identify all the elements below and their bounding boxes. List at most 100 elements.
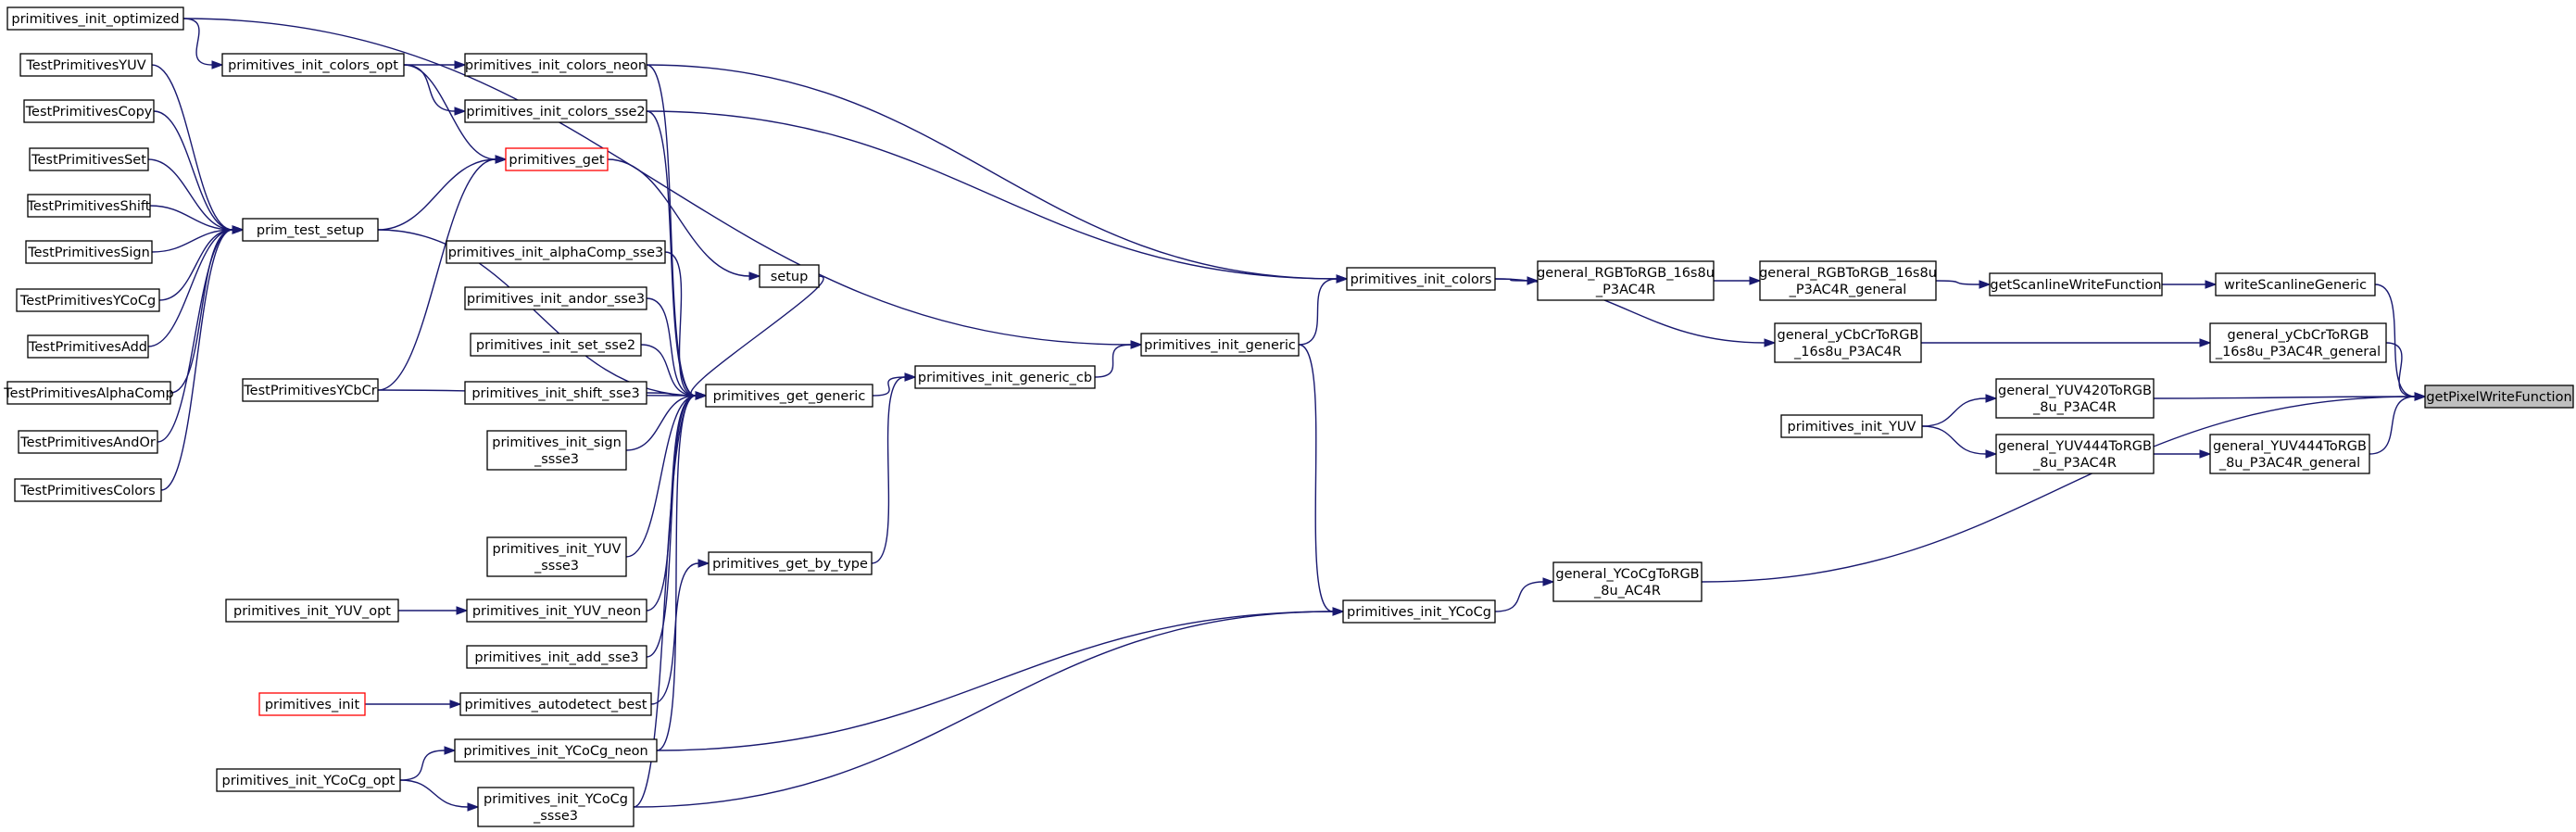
node-grgb_gen[interactable]: general_RGBToRGB_16s8u_P3AC4R_general <box>1759 260 1937 301</box>
node-grgb[interactable]: general_RGBToRGB_16s8u_P3AC4R <box>1537 260 1715 301</box>
edge-pico-to-picn <box>404 60 467 69</box>
node-gycbcr[interactable]: general_yCbCrToRGB_16s8u_P3AC4R <box>1774 322 1922 363</box>
node-picn[interactable]: primitives_init_colors_neon <box>464 53 647 77</box>
node-pisgn[interactable]: primitives_init_sign_ssse3 <box>486 430 627 471</box>
node-pts[interactable]: prim_test_setup <box>242 218 379 242</box>
node-gyuv444[interactable]: general_YUV444ToRGB_8u_P3AC4R <box>1995 434 2155 474</box>
node-box <box>1774 322 1922 363</box>
node-label: getScanlineWriteFunction <box>1990 278 2161 293</box>
edge-piycn-to-pgg <box>656 391 708 751</box>
node-label: TestPrimitivesAdd <box>28 340 147 355</box>
edge-gycbcr-to-gycbcr_gen <box>1921 338 2212 347</box>
node-label: primitives_init_add_sse3 <box>474 650 638 665</box>
call-edges <box>147 18 2427 812</box>
edge-piycocg-to-gycocg <box>1494 577 1555 612</box>
node-setup[interactable]: setup <box>759 264 820 288</box>
node-box <box>216 768 401 792</box>
node-tpycbcr[interactable]: TestPrimitivesYCbCr <box>242 378 379 402</box>
node-root[interactable]: getPixelWriteFunction <box>2424 384 2574 409</box>
node-piyuvn[interactable]: primitives_init_YUV_neon <box>466 599 647 623</box>
node-pisets[interactable]: primitives_init_set_sse2 <box>470 333 642 357</box>
node-gyuv444_gen[interactable]: general_YUV444ToRGB_8u_P3AC4R_general <box>2209 434 2370 474</box>
node-box <box>221 53 405 77</box>
edge-gyuv444_gen-to-root <box>2369 392 2427 455</box>
node-box <box>446 240 666 264</box>
node-label: _8u_P3AC4R <box>2032 456 2117 471</box>
node-tpycocg[interactable]: TestPrimitivesYCoCg <box>16 288 160 312</box>
node-pab[interactable]: primitives_autodetect_best <box>459 692 652 716</box>
node-piands[interactable]: primitives_init_andor_sse3 <box>464 286 647 310</box>
node-gycocg[interactable]: general_YCoCgToRGB_8u_AC4R <box>1552 561 1703 602</box>
node-gyuv420[interactable]: general_YUV420ToRGB_8u_P3AC4R <box>1995 378 2155 419</box>
node-tpadd[interactable]: TestPrimitivesAdd <box>27 334 149 359</box>
node-box <box>1342 599 1496 624</box>
node-tpcolors[interactable]: TestPrimitivesColors <box>14 478 162 502</box>
node-label: primitives_init_YCoCg_neon <box>463 744 647 759</box>
node-label: _ssse3 <box>533 809 578 824</box>
node-box <box>486 430 627 471</box>
node-pio[interactable]: primitives_init_optimized <box>6 6 184 31</box>
node-label: writeScanlineGeneric <box>2224 278 2367 293</box>
node-box <box>1552 561 1703 602</box>
node-gycbcr_gen[interactable]: general_yCbCrToRGB_16s8u_P3AC4R_general <box>2209 322 2387 363</box>
node-label: TestPrimitivesSign <box>27 246 150 260</box>
node-piadds[interactable]: primitives_init_add_sse3 <box>466 645 647 669</box>
node-pishs[interactable]: primitives_init_shift_sse3 <box>464 381 647 405</box>
node-pico[interactable]: primitives_init_colors_opt <box>221 53 405 77</box>
node-pics[interactable]: primitives_init_colors_sse2 <box>464 99 647 123</box>
node-tpandor[interactable]: TestPrimitivesAndOr <box>18 430 158 454</box>
node-wsg[interactable]: writeScanlineGeneric <box>2215 272 2376 296</box>
edge-setup-to-pgg <box>690 275 824 400</box>
node-box <box>25 240 153 264</box>
node-tpyuv[interactable]: TestPrimitivesYUV <box>19 53 153 77</box>
node-piyuv[interactable]: primitives_init_YUV <box>1780 414 1923 438</box>
node-piycn[interactable]: primitives_init_YCoCg_neon <box>454 738 658 763</box>
node-pig[interactable]: primitives_init_generic <box>1140 333 1300 357</box>
node-label: TestPrimitivesColors <box>19 484 155 498</box>
node-pgbt[interactable]: primitives_get_by_type <box>708 551 873 575</box>
node-gswf[interactable]: getScanlineWriteFunction <box>1989 272 2163 296</box>
node-label: primitives_get_by_type <box>712 557 868 572</box>
node-piycs[interactable]: primitives_init_YCoCg _ssse3 <box>477 787 635 827</box>
node-label: primitives_init_alphaComp_sse3 <box>448 246 664 260</box>
edge-pico-to-pics <box>403 64 467 116</box>
node-label: TestPrimitivesAndOr <box>19 435 156 450</box>
node-piycocg[interactable]: primitives_init_YCoCg <box>1342 599 1496 624</box>
node-box <box>470 333 642 357</box>
node-tpalpha[interactable]: TestPrimitivesAlphaComp <box>3 381 174 405</box>
node-pgg[interactable]: primitives_get_generic <box>705 384 873 408</box>
node-piacs[interactable]: primitives_init_alphaComp_sse3 <box>446 240 666 264</box>
node-label: TestPrimitivesCopy <box>25 105 153 120</box>
node-tpshift[interactable]: TestPrimitivesShift <box>27 194 151 218</box>
node-box <box>19 53 153 77</box>
node-piyco[interactable]: primitives_init_YCoCg_opt <box>216 768 401 792</box>
node-tpset[interactable]: TestPrimitivesSet <box>29 147 149 171</box>
node-tpsign[interactable]: TestPrimitivesSign <box>25 240 153 264</box>
node-pinit[interactable]: primitives_init <box>258 692 366 716</box>
node-box <box>1995 378 2155 419</box>
node-label: TestPrimitivesYCbCr <box>243 384 376 398</box>
edge-gycocg-to-root <box>1701 392 2427 583</box>
edge-piyuv-to-gyuv420 <box>1921 394 1998 427</box>
node-tpcopy[interactable]: TestPrimitivesCopy <box>23 99 155 123</box>
node-pget[interactable]: primitives_get <box>505 147 609 171</box>
node-piyuvs[interactable]: primitives_init_YUV_ssse3 <box>486 536 627 577</box>
node-box <box>705 384 873 408</box>
node-label: primitives_init_YCoCg <box>1347 605 1491 620</box>
node-piyuvo[interactable]: primitives_init_YUV_opt <box>225 599 399 623</box>
node-box <box>242 378 379 402</box>
edge-gswf-to-wsg <box>2161 280 2218 289</box>
node-label: TestPrimitivesSet <box>31 153 146 168</box>
node-label: general_yCbCrToRGB <box>1778 328 1919 343</box>
node-box <box>464 381 647 405</box>
node-label: primitives_init_YCoCg <box>484 792 628 807</box>
node-box <box>914 365 1096 389</box>
node-box <box>459 692 652 716</box>
edge-piycn-to-piycocg <box>656 607 1345 751</box>
node-label: _P3AC4R <box>1595 283 1655 297</box>
node-pigcb[interactable]: primitives_init_generic_cb <box>914 365 1096 389</box>
node-box <box>23 99 155 123</box>
node-box <box>2215 272 2376 296</box>
node-pic[interactable]: primitives_init_colors <box>1346 267 1496 291</box>
edge-gycbcr_gen-to-root <box>2385 342 2427 401</box>
